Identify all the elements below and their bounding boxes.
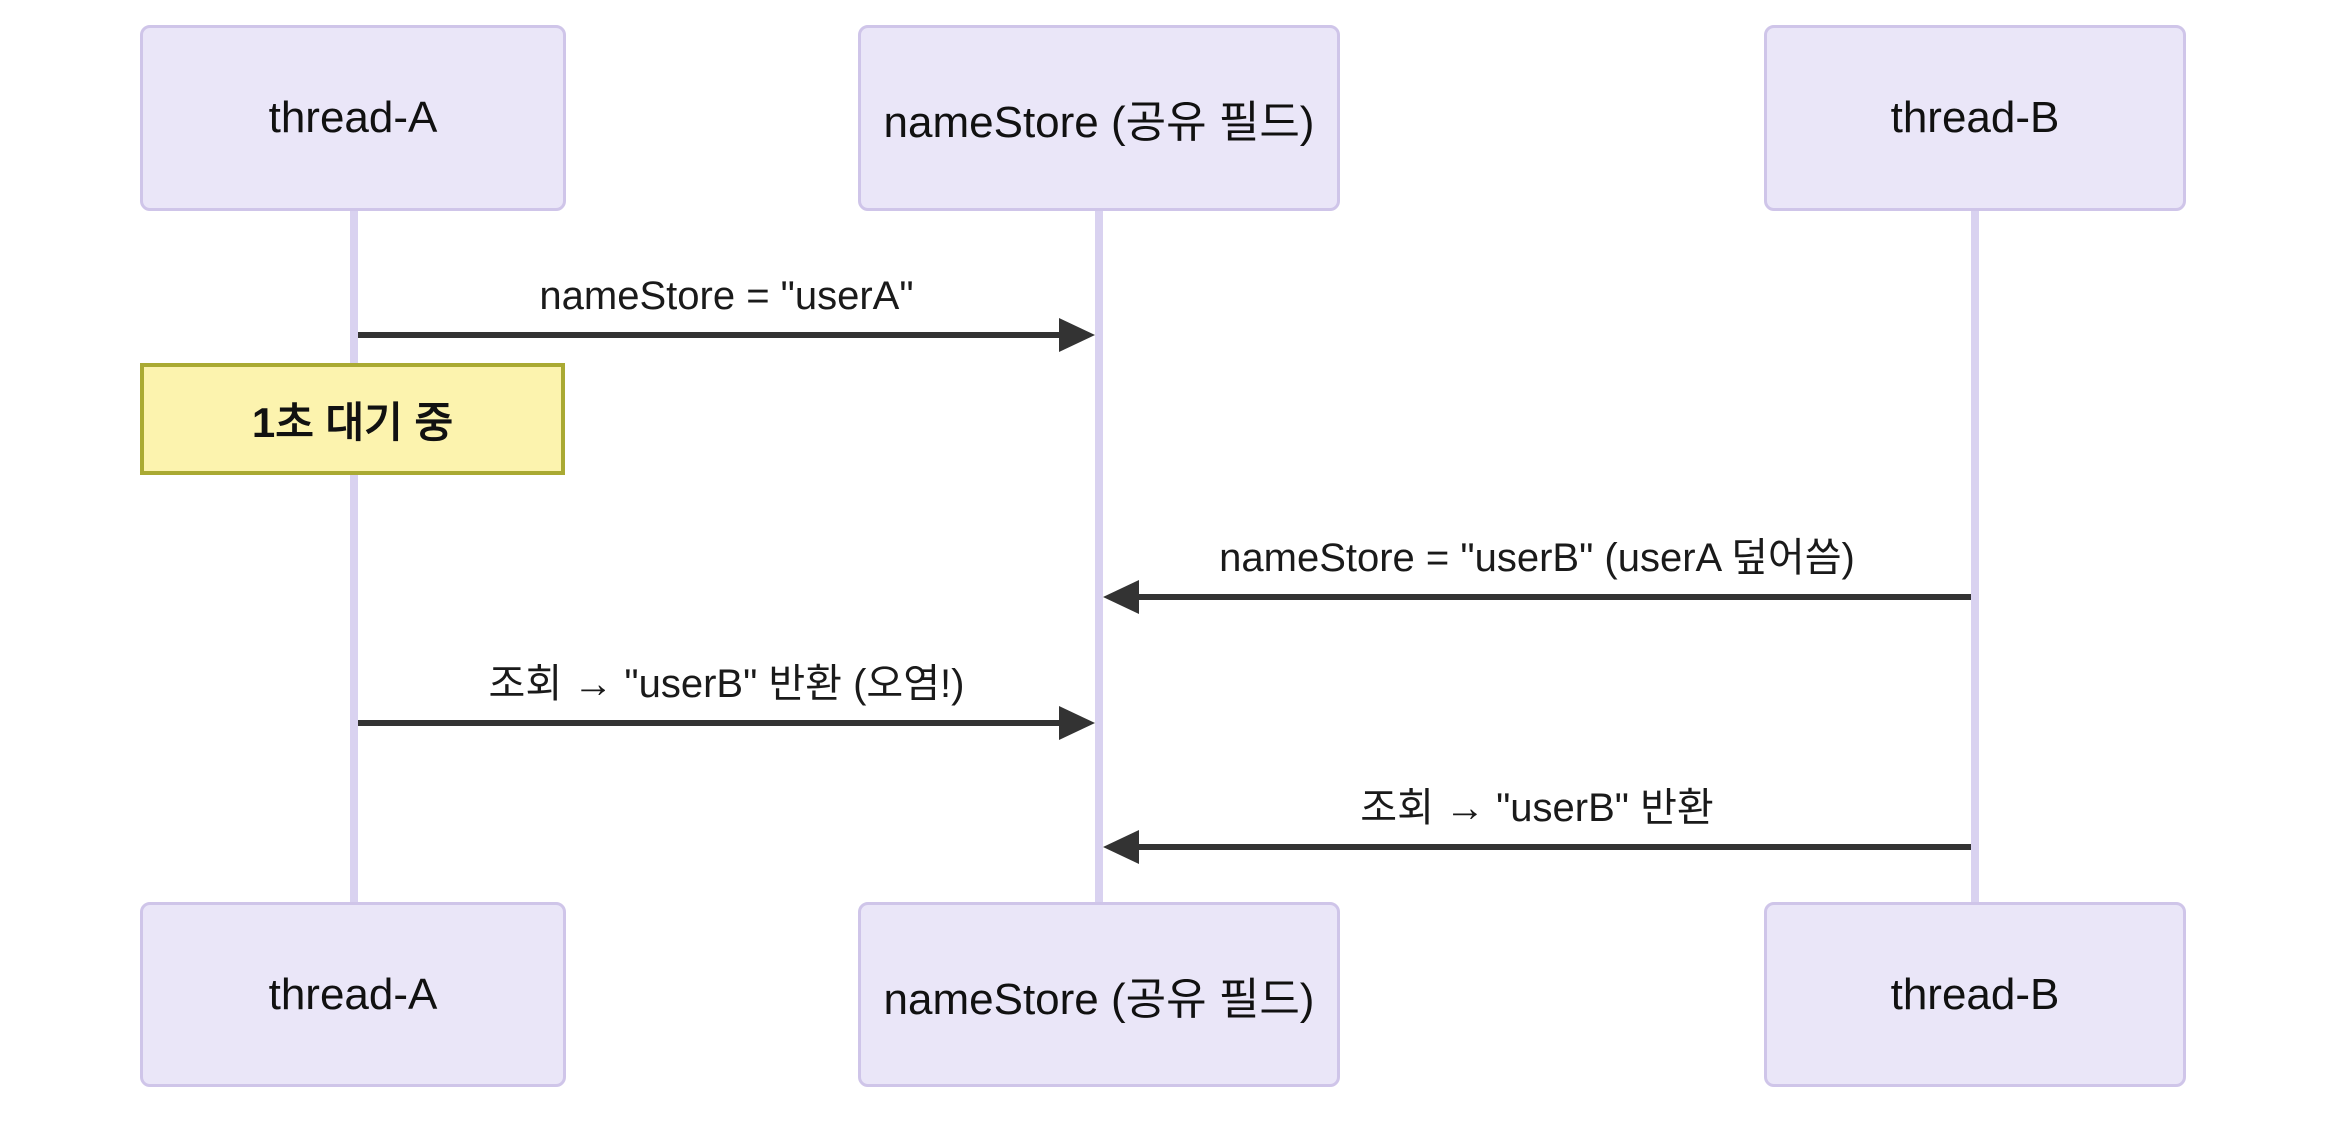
arrowhead-left-icon (1103, 830, 1139, 864)
message-line-2 (1139, 594, 1971, 600)
arrowhead-right-icon (1059, 318, 1095, 352)
actor-top-thread-b: thread-B (1764, 25, 2186, 211)
actor-label: nameStore (공유 필드) (883, 98, 1315, 147)
message-label-2: nameStore = "userB" (userA 덮어씀) (1219, 536, 1855, 580)
lifeline-thread-b (1971, 211, 1979, 902)
actor-bottom-thread-a: thread-A (140, 902, 566, 1087)
message-line-1 (358, 332, 1059, 338)
message-label-3: 조회 → "userB" 반환 (오염!) (488, 662, 965, 706)
actor-label: thread-B (1890, 969, 2060, 1019)
note-label: 1초 대기 중 (251, 398, 454, 446)
actor-label: nameStore (공유 필드) (883, 974, 1315, 1024)
message-label-4: 조회 → "userB" 반환 (1360, 786, 1714, 830)
lifeline-namestore (1095, 211, 1103, 902)
message-line-3 (358, 720, 1059, 726)
arrowhead-left-icon (1103, 580, 1139, 614)
actor-label: thread-A (268, 969, 438, 1019)
note-box: 1초 대기 중 (140, 363, 565, 475)
actor-top-thread-a: thread-A (140, 25, 566, 211)
actor-bottom-namestore: nameStore (공유 필드) (858, 902, 1340, 1087)
actor-label: thread-B (1890, 93, 2060, 142)
actor-label: thread-A (268, 93, 438, 142)
actor-bottom-thread-b: thread-B (1764, 902, 2186, 1087)
arrowhead-right-icon (1059, 706, 1095, 740)
message-line-4 (1139, 844, 1971, 850)
actor-top-namestore: nameStore (공유 필드) (858, 25, 1340, 211)
lifeline-thread-a (350, 211, 358, 902)
message-label-1: nameStore = "userA" (539, 274, 914, 318)
